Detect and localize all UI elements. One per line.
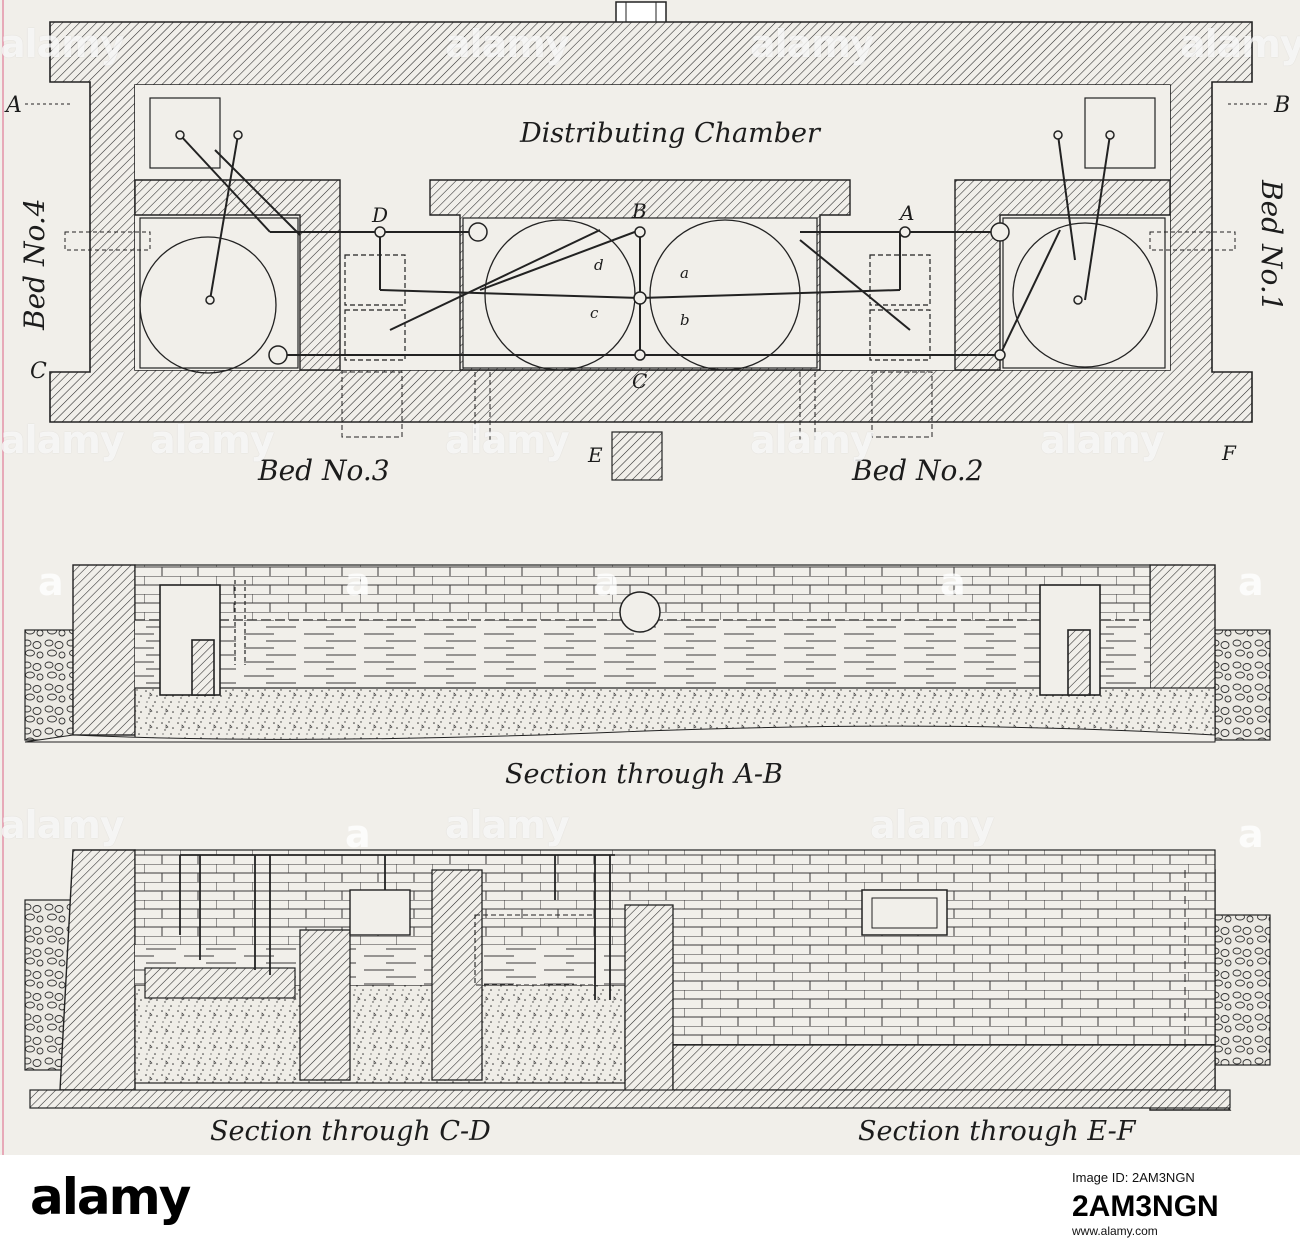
- image-code: 2AM3NGN: [1072, 1190, 1219, 1223]
- section-mark-c: C: [30, 359, 47, 384]
- valve-letter-a: a: [680, 264, 689, 282]
- watermark: alamy: [750, 22, 875, 66]
- watermark: alamy: [445, 418, 570, 462]
- watermark-letter: a: [1238, 560, 1264, 604]
- image-id-label: Image ID: 2AM3NGN: [1072, 1170, 1195, 1185]
- section-ab-caption: Section through A-B: [505, 759, 783, 790]
- section-cd-caption: Section through C-D: [210, 1116, 491, 1147]
- watermark: alamy: [150, 418, 275, 462]
- footer-bar: [0, 1155, 1300, 1240]
- watermark: alamy: [445, 803, 570, 847]
- valve-label-a: A: [898, 201, 914, 225]
- sheet-margin-line: [2, 0, 4, 1155]
- section-cd-ef-drawing: [24, 849, 1271, 1111]
- siphon-bell-1: [1012, 222, 1158, 368]
- watermark: alamy: [445, 22, 570, 66]
- watermark-letter: a: [1238, 812, 1264, 856]
- watermark: alamy: [870, 803, 995, 847]
- siphon-bell-2: [649, 219, 801, 371]
- section-ab-drawing: [24, 564, 1271, 743]
- valve-label-c: C: [632, 369, 647, 393]
- section-mark-e: E: [587, 443, 603, 467]
- section-mark-f: F: [1221, 441, 1237, 465]
- valve-label-d: D: [371, 203, 388, 227]
- siphon-bell-4: [139, 236, 277, 374]
- bed-2-label: Bed No.2: [851, 454, 984, 487]
- watermark: alamy: [750, 418, 875, 462]
- technical-drawing: Distributing Chamber Bed No.3 Bed No.2 B…: [4, 1, 1290, 1147]
- valve-letter-b: b: [680, 311, 690, 329]
- watermark-letter: a: [940, 560, 966, 604]
- watermark: alamy: [1180, 22, 1300, 66]
- bed-3-label: Bed No.3: [257, 454, 390, 487]
- watermark: alamy: [0, 418, 125, 462]
- plan-view: [25, 1, 1270, 481]
- bed-4-label: Bed No.4: [18, 198, 51, 331]
- brand-logo: alamy: [30, 1168, 191, 1226]
- watermark-letter: a: [345, 560, 371, 604]
- watermark-letter: a: [38, 560, 64, 604]
- watermark-letter: a: [345, 812, 371, 856]
- distributing-chamber-label: Distributing Chamber: [519, 118, 822, 149]
- valve-letter-d: d: [594, 256, 604, 274]
- valve-label-b: B: [631, 199, 647, 223]
- bed-1-label: Bed No.1: [1255, 179, 1288, 312]
- pipe-network: [179, 134, 1111, 360]
- watermark: alamy: [0, 22, 125, 66]
- section-mark-b: B: [1273, 93, 1290, 118]
- watermark-letter: a: [594, 560, 620, 604]
- valve-letter-c: c: [590, 304, 599, 322]
- site-url: www.alamy.com: [1072, 1224, 1158, 1238]
- watermark: alamy: [1040, 418, 1165, 462]
- watermark: alamy: [0, 803, 125, 847]
- section-ef-caption: Section through E-F: [858, 1116, 1137, 1147]
- section-mark-a: A: [4, 93, 22, 118]
